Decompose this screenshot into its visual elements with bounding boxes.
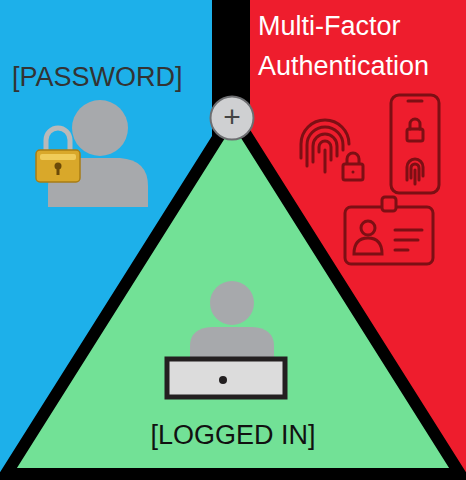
logged-in-triangle: [LOGGED IN] <box>0 100 466 480</box>
id-badge-icon <box>345 197 433 264</box>
user-laptop-icon <box>167 281 285 397</box>
node-text: + <box>209 100 255 134</box>
node-text: [PASSWORD] <box>12 60 212 94</box>
node-text: [LOGGED IN] <box>0 418 466 452</box>
node-text: Multi-Factor Authentication <box>258 6 466 86</box>
user-lock-icon <box>36 100 148 207</box>
fingerprint-lock-icon <box>301 120 363 180</box>
phone-icon <box>391 95 439 193</box>
plus-circle: + <box>209 95 255 141</box>
